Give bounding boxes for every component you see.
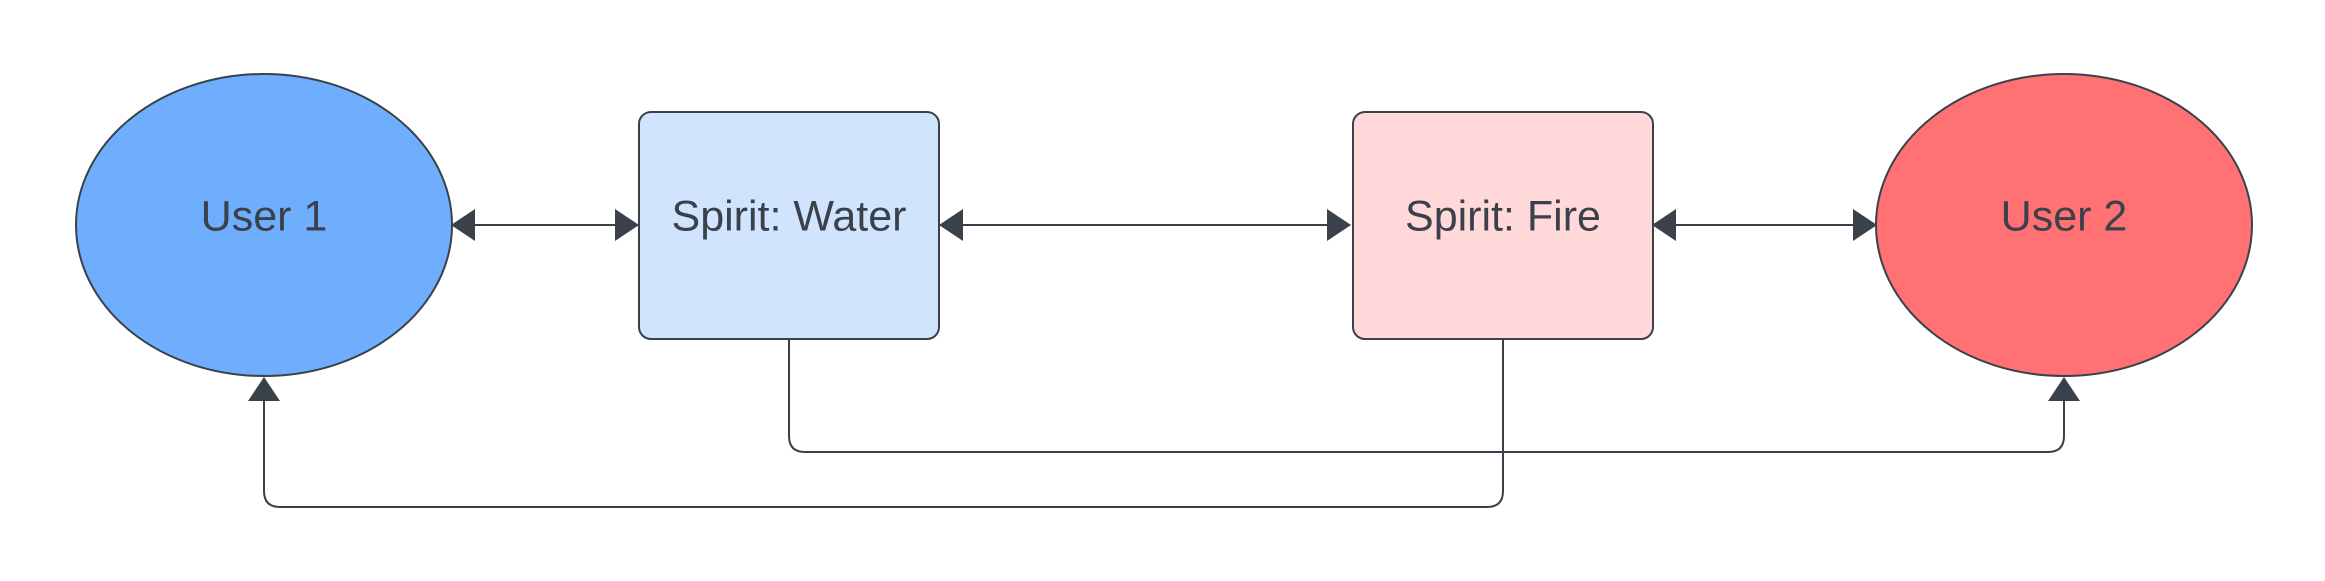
node-user1[interactable]: User 1 — [75, 73, 453, 377]
spirit-fire-box — [1352, 111, 1654, 340]
edge-water-user2 — [788, 340, 2080, 453]
spirit-water-box — [638, 111, 940, 340]
user2-ellipse — [1875, 73, 2253, 377]
user2-label: User 2 — [2001, 192, 2128, 240]
node-spirit-water[interactable]: Spirit: Water — [638, 111, 940, 340]
node-user2[interactable]: User 2 — [1875, 73, 2253, 377]
user1-ellipse — [75, 73, 453, 377]
edge-fire-user1 — [248, 340, 1504, 508]
node-spirit-fire[interactable]: Spirit: Fire — [1352, 111, 1654, 340]
spirit-fire-label: Spirit: Fire — [1405, 192, 1601, 240]
user1-label: User 1 — [201, 192, 328, 240]
spirit-water-label: Spirit: Water — [672, 192, 907, 240]
